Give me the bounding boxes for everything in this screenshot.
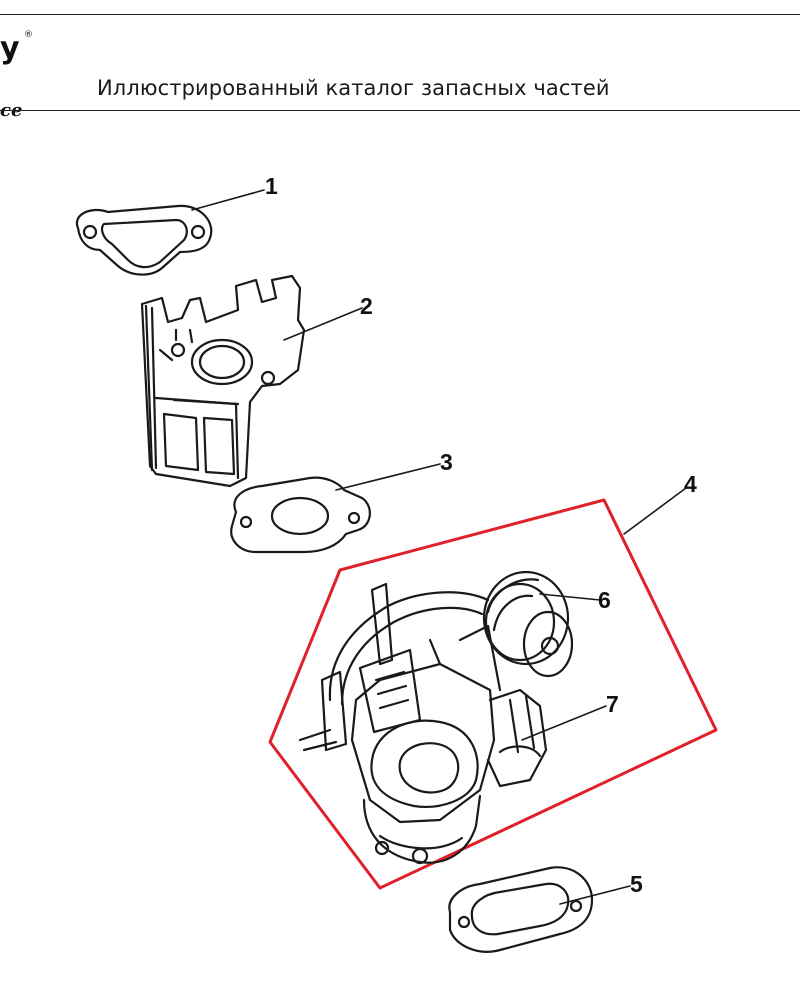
part-2-spacer[interactable] xyxy=(140,274,306,488)
part-3-gasket[interactable] xyxy=(230,476,371,554)
part-4-carburetor-assembly[interactable] xyxy=(268,498,718,890)
logo-text: y xyxy=(0,31,20,66)
leader-line-4 xyxy=(623,487,687,535)
part-5-gasket[interactable] xyxy=(448,866,594,953)
callout-2: 2 xyxy=(360,293,373,319)
leader-line-6 xyxy=(539,593,601,601)
logo-registered-mark: ® xyxy=(24,30,33,40)
header-bottom-rule xyxy=(0,110,800,111)
callout-6: 6 xyxy=(598,587,611,613)
leader-line-1 xyxy=(191,189,265,211)
leader-line-5 xyxy=(559,885,631,905)
callout-4: 4 xyxy=(684,471,697,497)
callout-3: 3 xyxy=(440,449,453,475)
leader-line-2 xyxy=(283,307,363,341)
part-1-gasket[interactable] xyxy=(75,204,213,276)
leader-line-7 xyxy=(521,705,607,741)
page-title: Иллюстрированный каталог запасных частей xyxy=(97,76,610,100)
callout-1: 1 xyxy=(265,173,278,199)
part-6-cap[interactable] xyxy=(482,570,574,678)
leader-lines xyxy=(191,189,687,905)
callout-7: 7 xyxy=(606,691,619,717)
leader-line-3 xyxy=(335,463,441,491)
carburetor-highlight-outline xyxy=(268,498,718,890)
header-top-rule xyxy=(0,14,800,15)
callout-5: 5 xyxy=(630,871,643,897)
